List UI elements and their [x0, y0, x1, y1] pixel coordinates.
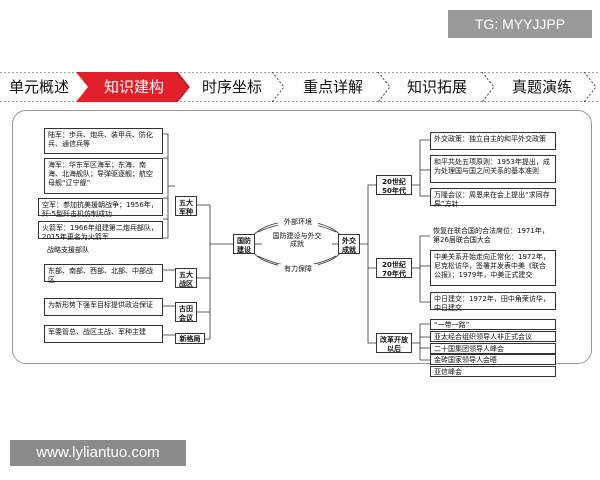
defense-box: 国防建设 — [233, 234, 255, 254]
cica-box: 亚信峰会 — [430, 366, 556, 377]
tab-timeline[interactable]: 时序坐标 — [201, 78, 262, 96]
active-tab-background — [76, 72, 190, 102]
belt-road-box: “一带一路” — [430, 319, 556, 330]
navy-box: 海军：华东军区海军；东海、南海、北海舰队；导弹驱逐舰；航空母舰“辽宁舰” — [44, 158, 163, 194]
gutian-box: 古田会议 — [175, 302, 197, 322]
command-structure-box: 军委管总、战区主战、军种主建 — [44, 325, 163, 343]
strong-guarantee-label: 有力保障 — [278, 264, 318, 274]
tab-exam-practice[interactable]: 真题演练 — [511, 78, 572, 96]
rocket-force-box: 火箭军：1966年组建第二炮兵部队，2015年更名为火箭军 — [38, 221, 163, 241]
army-box: 陆军：步兵、炮兵、装甲兵、防化兵、通信兵等 — [44, 128, 163, 154]
new-pattern-box: 新格局 — [175, 333, 205, 344]
five-services-box: 五大军种 — [175, 196, 197, 216]
tab-extension[interactable]: 知识拓展 — [406, 78, 467, 96]
air-force-box: 空军：参加抗美援朝战争；1956年，歼-5型歼击机仿制成功 — [38, 198, 163, 218]
strategic-support-label: 战略支援部队 — [44, 244, 163, 258]
five-principles-box: 和平共处五项原则：1953年提出，成为处理国与国之间关系的基本准则 — [430, 155, 556, 183]
nav-arrows — [0, 72, 600, 102]
section-nav: 单元概述 知识建构 时序坐标 重点详解 知识拓展 真题演练 — [0, 72, 600, 102]
sino-japan-box: 中日建交：1972年，田中角荣访华，中日建交 — [430, 292, 556, 312]
tab-unit-overview[interactable]: 单元概述 — [8, 78, 69, 96]
era-1950s-box: 20世纪50年代 — [376, 175, 412, 195]
outer-environment-label: 外部环境 — [278, 217, 318, 227]
tab-key-points[interactable]: 重点详解 — [302, 78, 363, 96]
foreign-policy-box: 外交政策：独立自主的和平外交政策 — [430, 132, 556, 150]
un-seat-label: 恢复在联合国的合法席位：1971年，第26届联合国大会 — [430, 225, 556, 244]
bandung-conference-box: 万隆会议：周恩来在会上提出“求同存异”方针 — [430, 188, 556, 208]
tg-label: TG: MYYJJPP — [448, 10, 592, 38]
center-title: 国防建设与外交成就 — [272, 232, 322, 248]
political-guarantee-box: 为新形势下强军目标提供政治保证 — [44, 298, 163, 316]
g20-box: 二十国集团领导人峰会 — [430, 343, 556, 354]
reform-era-box: 改革开放以后 — [376, 333, 412, 353]
era-1970s-box: 20世纪70年代 — [376, 258, 412, 278]
watermark: www.lyliantuo.com — [10, 440, 186, 466]
brics-box: 金砖国家领导人会晤 — [430, 354, 556, 365]
theater-commands-box: 东部、南部、西部、北部、中部战区 — [44, 264, 163, 284]
sino-us-box: 中美关系开始走向正常化：1972年，尼克松访华，签署并发表中美《联合公报》；19… — [430, 250, 556, 286]
five-regions-box: 五大战区 — [175, 268, 197, 288]
tab-knowledge-building[interactable]: 知识建构 — [103, 78, 164, 96]
apec-box: 亚太经合组织领导人非正式会议 — [430, 331, 556, 342]
diplomacy-box: 外交成就 — [338, 234, 360, 254]
